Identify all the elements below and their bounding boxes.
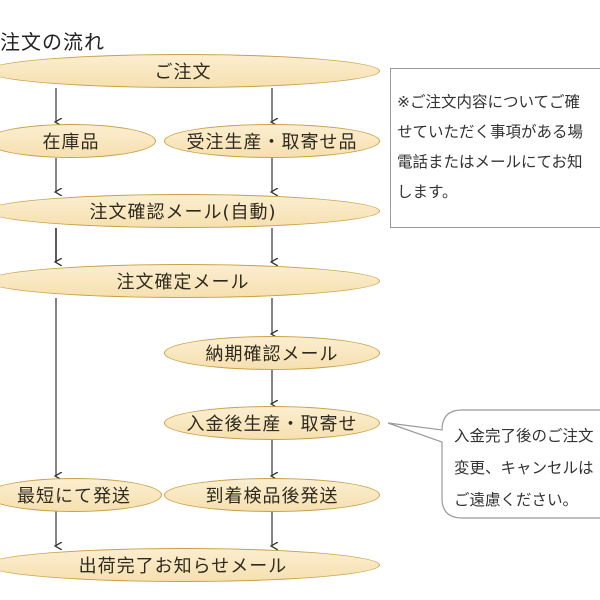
node-shipping-complete-mail: 出荷完了お知らせメール (0, 548, 380, 582)
node-fastest-ship: 最短にて発送 (0, 478, 162, 512)
node-made-to-order: 受注生産・取寄せ品 (164, 124, 380, 158)
node-in-stock: 在庫品 (0, 124, 156, 158)
node-auto-confirm-mail: 注文確認メール(自動) (0, 194, 380, 228)
note-box: ※ご注文内容についてご確 せていただく事項がある場 電話またはメールにてお知 し… (390, 68, 600, 228)
note-line: します。 (397, 183, 458, 201)
callout-bubble (387, 409, 600, 519)
note-line: せていただく事項がある場 (397, 123, 584, 141)
node-order: ご注文 (0, 54, 380, 88)
callout-line: 変更、キャンセルは (454, 459, 594, 477)
node-post-payment-production: 入金後生産・取寄せ (164, 406, 380, 440)
callout-line: ご遠慮ください。 (454, 491, 579, 509)
node-delivery-confirm-mail: 納期確認メール (164, 336, 380, 370)
node-order-confirmed-mail: 注文確定メール (0, 264, 380, 298)
callout-text: 入金完了後のご注文 変更、キャンセルは ご遠慮ください。 (454, 420, 594, 516)
callout-line: 入金完了後のご注文 (454, 427, 594, 445)
diagram-title: 注文の流れ (0, 30, 105, 54)
note-line: 電話またはメールにてお知 (397, 153, 583, 171)
node-ship-after-arrival: 到着検品後発送 (164, 478, 380, 512)
note-line: ※ご注文内容についてご確 (397, 93, 581, 111)
